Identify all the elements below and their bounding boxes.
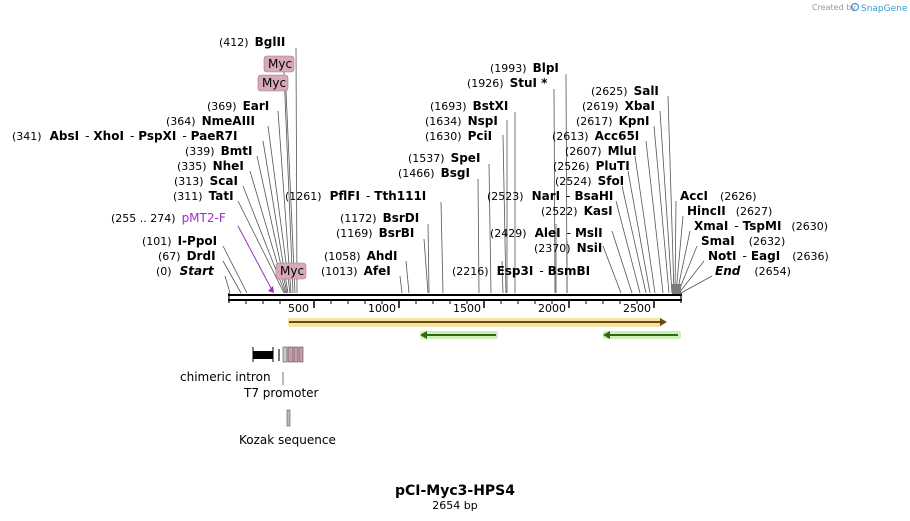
primer-label-pmt2f[interactable]: (255 .. 274)pMT2-F [111, 211, 226, 225]
t7-promoter-feature[interactable] [278, 349, 280, 361]
site-label-kasi[interactable]: (2522)KasI [541, 204, 613, 218]
site-label-sfoi[interactable]: (2524)SfoI [555, 174, 624, 188]
site-label-mlui[interactable]: (2607)MluI [565, 144, 637, 158]
axis-tick-labels: 500 1000 1500 2000 2500 [288, 302, 651, 315]
t7-promoter-label: T7 promoter [243, 386, 319, 400]
myc-mini-feature[interactable] [298, 346, 304, 363]
site-label-absi-group[interactable]: (341)AbsI-XhoI-PspXI-PaeR7I [12, 129, 237, 143]
site-label-xmai[interactable]: XmaI-TspMI(2630) [694, 219, 828, 233]
snapgene-credit: Created by SnapGene [812, 2, 908, 14]
site-label-bmti[interactable]: (339)BmtI [185, 144, 252, 158]
marker-arrow-icon [420, 331, 427, 339]
site-label-tati[interactable]: (311)TatI [173, 189, 234, 203]
site-label-pflfi[interactable]: (1261)PflFI-Tth111I [285, 189, 426, 203]
site-label-esp3i[interactable]: (2216)Esp3I-BsmBI [452, 264, 590, 278]
site-label-spei[interactable]: (1537)SpeI [408, 151, 480, 165]
site-label-scai[interactable]: (313)ScaI [174, 174, 238, 188]
site-label-acc65i[interactable]: (2613)Acc65I [552, 129, 639, 143]
marker-arrow-icon [603, 331, 610, 339]
site-label-drdi[interactable]: (67)DrdI [158, 249, 216, 263]
site-label-nspi[interactable]: (1634)NspI [425, 114, 498, 128]
site-label-kpni[interactable]: (2617)KpnI [576, 114, 649, 128]
site-label-bsrbi[interactable]: (1169)BsrBI [336, 226, 414, 240]
site-label-start[interactable]: (0)Start [156, 264, 215, 278]
kozak-label: Kozak sequence [239, 433, 336, 447]
plasmid-size: 2654 bp [432, 499, 477, 512]
tick-label: 2000 [538, 302, 566, 315]
site-labels-left: (412)BglII (369)EarI (364)NmeAIII (341)A… [12, 35, 285, 278]
primer-pmt2f [237, 225, 274, 293]
site-label-ippoi[interactable]: (101)I-PpoI [142, 234, 217, 248]
site-label-end[interactable]: End(2654) [715, 264, 791, 278]
site-label-nari[interactable]: (2523)NarI-BsaHI [487, 189, 613, 203]
chimeric-intron-label: chimeric intron [180, 370, 271, 384]
site-label-stui[interactable]: (1926)StuI * [467, 76, 548, 90]
site-label-eari[interactable]: (369)EarI [207, 99, 269, 113]
site-label-hincii[interactable]: HincII(2627) [687, 204, 772, 218]
site-label-smai[interactable]: SmaI(2632) [701, 234, 785, 248]
myc-mini-feature[interactable] [293, 346, 299, 363]
kozak-marker [286, 409, 291, 427]
chimeric-intron-feature[interactable] [253, 351, 273, 359]
site-label-afei[interactable]: (1013)AfeI [321, 264, 391, 278]
dense-sites-cluster [672, 284, 681, 294]
site-labels-right-center: (2523)NarI-BsaHI (2429)AleI-MslI (2370)N… [452, 84, 659, 278]
primer-arrow-icon [268, 286, 274, 293]
site-label-blpi[interactable]: (1993)BlpI [490, 61, 559, 75]
site-labels-middle: (1261)PflFI-Tth111I (1172)BsrDI (1169)Bs… [285, 61, 559, 278]
tick-label: 500 [288, 302, 309, 315]
myc-tag-feature[interactable] [257, 74, 289, 92]
site-label-alei[interactable]: (2429)AleI-MslI [490, 226, 603, 240]
site-label-sali[interactable]: (2625)SalI [591, 84, 659, 98]
primer-leader [237, 225, 273, 291]
site-label-ahdi[interactable]: (1058)AhdI [324, 249, 397, 263]
snapgene-logo-icon [850, 2, 860, 12]
myc-tag-label: Myc [262, 76, 286, 90]
orf-arrow-icon [660, 318, 667, 326]
sequence-backbone [228, 284, 682, 308]
myc-tag-label: Myc [268, 57, 292, 71]
plasmid-title: pCI-Myc3-HPS4 [395, 483, 515, 499]
site-label-pcii[interactable]: (1630)PciI [425, 129, 492, 143]
site-label-noti[interactable]: NotI-EagI(2636) [708, 249, 829, 263]
site-label-bsgi[interactable]: (1466)BsgI [398, 166, 470, 180]
tick-label: 1000 [368, 302, 396, 315]
tick-label: 1500 [453, 302, 481, 315]
features: Myc Myc Myc chimeric intron T7 promoter … [180, 55, 681, 447]
site-label-bglii[interactable]: (412)BglII [219, 35, 285, 49]
myc-tag-label: Myc [280, 264, 304, 278]
site-label-xbai[interactable]: (2619)XbaI [582, 99, 655, 113]
site-label-nhei[interactable]: (335)NheI [177, 159, 244, 173]
site-label-pluti[interactable]: (2526)PluTI [553, 159, 630, 173]
myc-mini-feature[interactable] [287, 346, 294, 363]
myc-tag-feature[interactable] [275, 262, 307, 280]
credit-text: Created by [812, 3, 856, 12]
site-label-nsii[interactable]: (2370)NsiI [534, 241, 602, 255]
tick-label: 2500 [623, 302, 651, 315]
kozak-feature[interactable] [282, 346, 288, 363]
site-label-acci[interactable]: AccI(2626) [680, 189, 757, 203]
site-label-bstxi[interactable]: (1693)BstXI [430, 99, 508, 113]
site-label-nmeaiii[interactable]: (364)NmeAIII [166, 114, 255, 128]
myc-tag-feature[interactable] [263, 55, 295, 73]
credit-brand: SnapGene [861, 4, 908, 14]
site-labels-right: AccI(2626) HincII(2627) XmaI-TspMI(2630)… [680, 189, 829, 278]
site-label-bsrdi[interactable]: (1172)BsrDI [340, 211, 419, 225]
